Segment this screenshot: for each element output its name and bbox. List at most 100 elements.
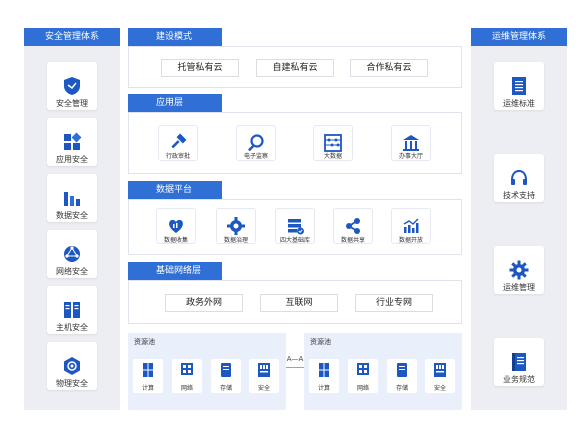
compute-icon xyxy=(319,363,329,377)
e-supervision-card[interactable] xyxy=(236,125,276,161)
building-icon xyxy=(403,135,419,151)
data-platform-title: 数据平台 xyxy=(128,181,222,199)
database-check-icon xyxy=(288,219,304,235)
security-label: 安全 xyxy=(433,385,446,392)
host-security-label: 主机安全 xyxy=(56,323,88,332)
app-grid-icon xyxy=(64,132,82,150)
cog-icon xyxy=(227,217,245,235)
data-sharing-card[interactable] xyxy=(333,208,373,244)
data-opening-label: 数据开放 xyxy=(398,237,423,244)
shield-icon xyxy=(64,77,80,95)
ops-management-label: 运维管理 xyxy=(503,283,535,292)
data-security-label: 数据安全 xyxy=(56,211,88,220)
four-base-libraries-card[interactable] xyxy=(275,208,315,244)
physical-security-card[interactable] xyxy=(47,342,97,390)
pool-link-line xyxy=(286,367,304,368)
magnifier-icon xyxy=(247,134,264,152)
tech-support-label: 技术支持 xyxy=(503,191,535,200)
security-rack-icon xyxy=(434,363,446,377)
app-security-card[interactable] xyxy=(47,118,97,166)
server-icon xyxy=(64,302,80,318)
operations-management-panel: 运维管理体系 运维标准 技术支持 运维管理 业务规范 xyxy=(471,28,567,410)
tech-support-card[interactable] xyxy=(494,154,544,202)
physical-security-label: 物理安全 xyxy=(56,379,88,388)
resource-pool-1-title: 资源池 xyxy=(134,338,155,346)
resource-pool-2-title: 资源池 xyxy=(310,338,331,346)
bar-chart-icon xyxy=(64,192,80,206)
storage-card[interactable] xyxy=(211,359,241,393)
big-data-label: 大数据 xyxy=(323,153,342,160)
resource-pool-1: 资源池 计算 网络 存储 安全 xyxy=(128,333,286,410)
trend-chart-icon xyxy=(403,218,419,233)
compute-label: 计算 xyxy=(317,385,330,392)
compute-card[interactable] xyxy=(133,359,163,393)
hosted-private-cloud-option[interactable]: 托管私有云 xyxy=(161,59,239,77)
application-layer-section: 行政审批 电子监察 大数据 办事大厅 xyxy=(128,112,462,174)
service-hall-label: 办事大厅 xyxy=(398,153,423,160)
storage-label: 存储 xyxy=(219,385,232,392)
data-governance-label: 数据治理 xyxy=(223,237,248,244)
application-layer-title: 应用层 xyxy=(128,94,222,112)
data-collection-label: 数据收集 xyxy=(163,237,188,244)
industry-private-network-option[interactable]: 行业专网 xyxy=(355,294,433,312)
network-card[interactable] xyxy=(348,359,378,393)
storage-label: 存储 xyxy=(395,385,408,392)
host-security-card[interactable] xyxy=(47,286,97,334)
business-norms-card[interactable] xyxy=(494,338,544,386)
security-management-panel: 安全管理体系 安全管理 应用安全 数据安全 网络安全 主机安全 物理安全 xyxy=(24,28,120,410)
resource-pool-2: 资源池 计算 网络 存储 安全 xyxy=(304,333,462,410)
app-security-label: 应用安全 xyxy=(56,155,88,164)
operations-panel-title: 运维管理体系 xyxy=(471,28,567,46)
network-layer-section: 政务外网 互联网 行业专网 xyxy=(128,280,462,324)
construction-mode-section: 托管私有云 自建私有云 合作私有云 xyxy=(128,46,462,88)
data-collection-card[interactable] xyxy=(156,208,196,244)
hammer-icon xyxy=(171,133,187,149)
security-label: 安全 xyxy=(257,385,270,392)
network-layer-title: 基础网络层 xyxy=(128,262,222,280)
security-card[interactable] xyxy=(425,359,455,393)
ops-management-card[interactable] xyxy=(494,246,544,294)
security-rack-icon xyxy=(258,363,270,377)
e-supervision-label: 电子监察 xyxy=(243,153,268,160)
gov-extranet-option[interactable]: 政务外网 xyxy=(165,294,243,312)
network-security-card[interactable] xyxy=(47,230,97,278)
security-management-label: 安全管理 xyxy=(56,99,88,108)
data-governance-card[interactable] xyxy=(216,208,256,244)
cooperative-private-cloud-option[interactable]: 合作私有云 xyxy=(350,59,428,77)
big-data-card[interactable] xyxy=(313,125,353,161)
network-label: 网络 xyxy=(180,385,193,392)
four-base-libraries-label: 四大基础库 xyxy=(279,237,310,244)
self-built-private-cloud-option[interactable]: 自建私有云 xyxy=(256,59,334,77)
data-platform-section: 数据收集 数据治理 四大基础库 数据共享 数据开放 xyxy=(128,199,462,255)
admin-approval-label: 行政审批 xyxy=(165,153,190,160)
storage-icon xyxy=(397,363,407,377)
storage-card[interactable] xyxy=(387,359,417,393)
network-icon xyxy=(357,363,369,375)
hexagon-icon xyxy=(64,357,80,375)
business-norms-label: 业务规范 xyxy=(503,375,535,384)
construction-mode-title: 建设模式 xyxy=(128,28,222,46)
ops-standard-card[interactable] xyxy=(494,62,544,110)
network-card[interactable] xyxy=(172,359,202,393)
data-security-card[interactable] xyxy=(47,174,97,222)
compute-label: 计算 xyxy=(141,385,154,392)
data-opening-card[interactable] xyxy=(391,208,431,244)
data-sharing-label: 数据共享 xyxy=(340,237,365,244)
compute-card[interactable] xyxy=(309,359,339,393)
ops-standard-label: 运维标准 xyxy=(503,99,535,108)
network-globe-icon xyxy=(64,246,80,262)
compute-icon xyxy=(143,363,153,377)
headset-icon xyxy=(511,169,527,185)
network-label: 网络 xyxy=(356,385,369,392)
abacus-icon xyxy=(324,134,342,152)
gear-icon xyxy=(509,260,529,280)
network-icon xyxy=(181,363,193,375)
service-hall-card[interactable] xyxy=(391,125,431,161)
internet-option[interactable]: 互联网 xyxy=(260,294,338,312)
heart-chart-icon xyxy=(169,219,183,233)
network-security-label: 网络安全 xyxy=(56,267,88,276)
admin-approval-card[interactable] xyxy=(158,125,198,161)
security-management-card[interactable] xyxy=(47,62,97,110)
security-card[interactable] xyxy=(249,359,279,393)
storage-icon xyxy=(221,363,231,377)
